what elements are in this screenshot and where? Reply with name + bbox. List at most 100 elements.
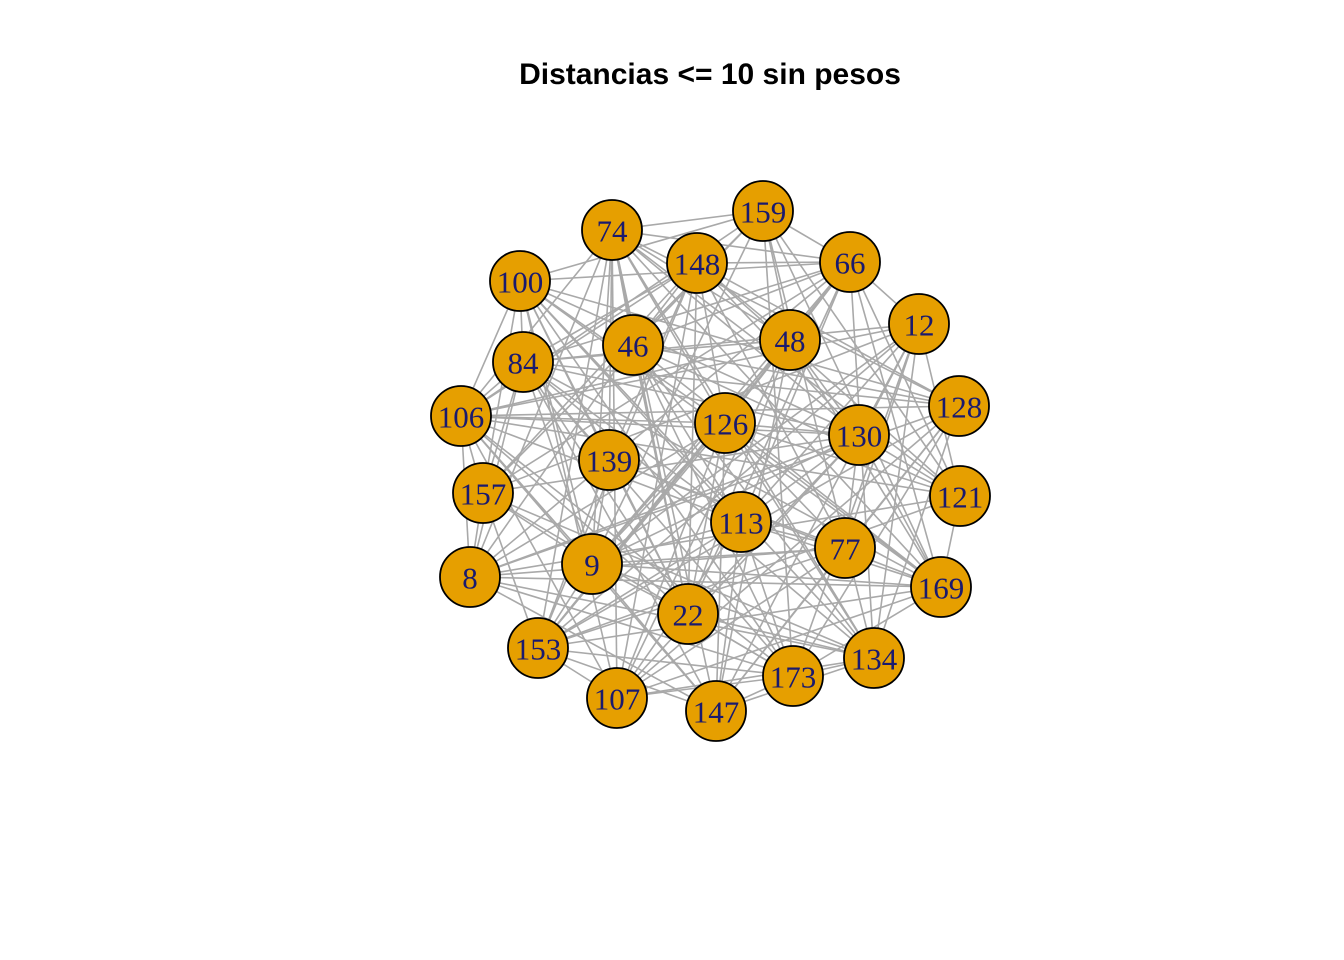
node-label-8: 8: [462, 561, 478, 596]
node-circle-126: [694, 392, 756, 454]
node-121: 121: [929, 465, 991, 527]
node-circle-113: [710, 491, 772, 553]
node-label-134: 134: [851, 642, 898, 677]
node-84: 84: [492, 331, 554, 393]
edge-12-113: [740, 323, 920, 523]
edge-121-153: [537, 495, 961, 649]
node-130: 130: [828, 404, 890, 466]
node-label-48: 48: [775, 324, 806, 359]
edge-74-66: [611, 229, 851, 263]
node-circle-12: [888, 293, 950, 355]
node-label-159: 159: [740, 195, 787, 230]
edge-84-128: [522, 361, 960, 407]
node-circle-157: [452, 462, 514, 524]
edge-46-128: [632, 344, 960, 407]
node-circle-84: [492, 331, 554, 393]
edge-66-113: [740, 261, 851, 523]
node-label-9: 9: [584, 548, 600, 583]
node-label-157: 157: [460, 477, 507, 512]
edge-66-84: [522, 261, 851, 363]
edge-106-130: [460, 415, 860, 436]
edge-77-147: [715, 547, 846, 712]
edge-159-9: [591, 210, 764, 565]
node-circle-46: [602, 314, 664, 376]
edge-48-22: [687, 339, 791, 615]
node-126: 126: [694, 392, 756, 454]
edge-77-8: [469, 547, 846, 578]
edge-106-121: [460, 415, 961, 497]
edge-12-147: [715, 323, 920, 712]
edge-148-157: [482, 262, 698, 494]
node-circle-169: [910, 556, 972, 618]
node-label-46: 46: [618, 329, 649, 364]
edge-66-22: [687, 261, 851, 615]
node-147: 147: [685, 680, 747, 742]
edge-66-169: [849, 261, 942, 588]
edge-8-173: [469, 576, 794, 677]
node-label-126: 126: [702, 407, 749, 442]
node-128: 128: [928, 375, 990, 437]
edge-130-107: [616, 434, 860, 699]
edge-74-106: [460, 229, 613, 417]
node-label-148: 148: [674, 247, 721, 282]
node-label-74: 74: [597, 214, 629, 249]
node-74: 74: [581, 199, 643, 261]
node-circle-107: [586, 667, 648, 729]
node-157: 157: [452, 462, 514, 524]
node-circle-48: [759, 309, 821, 371]
node-113: 113: [710, 491, 772, 553]
edge-46-8: [469, 344, 634, 578]
edge-12-84: [522, 323, 920, 363]
node-107: 107: [586, 667, 648, 729]
edge-9-169: [591, 563, 942, 588]
node-173: 173: [762, 645, 824, 707]
node-circle-173: [762, 645, 824, 707]
edge-100-157: [482, 280, 521, 494]
edge-84-134: [522, 361, 875, 659]
node-label-139: 139: [586, 444, 633, 479]
node-circle-159: [732, 180, 794, 242]
node-label-128: 128: [936, 390, 983, 425]
node-circle-121: [929, 465, 991, 527]
node-100: 100: [489, 250, 551, 312]
node-circle-148: [666, 232, 728, 294]
edge-48-107: [616, 339, 791, 699]
edge-130-8: [469, 434, 860, 578]
node-circle-66: [819, 231, 881, 293]
node-153: 153: [507, 617, 569, 679]
node-circle-106: [430, 385, 492, 447]
node-circle-147: [685, 680, 747, 742]
node-label-147: 147: [693, 695, 740, 730]
edge-12-134: [873, 323, 920, 659]
edge-153-173: [537, 647, 794, 677]
node-12: 12: [888, 293, 950, 355]
node-169: 169: [910, 556, 972, 618]
edge-128-173: [792, 405, 960, 677]
chart-title: Distancias <= 10 sin pesos: [519, 58, 901, 91]
edge-46-121: [632, 344, 961, 497]
edge-169-153: [537, 586, 942, 649]
node-46: 46: [602, 314, 664, 376]
node-circle-22: [657, 583, 719, 645]
edge-126-107: [616, 422, 726, 699]
edge-100-134: [519, 280, 875, 659]
edge-113-147: [715, 521, 742, 712]
node-159: 159: [732, 180, 794, 242]
node-label-169: 169: [918, 571, 965, 606]
node-77: 77: [814, 517, 876, 579]
edge-148-128: [696, 262, 960, 407]
node-label-22: 22: [673, 598, 704, 633]
edge-159-134: [762, 210, 875, 659]
edge-159-100: [519, 210, 764, 282]
edge-128-134: [873, 405, 960, 659]
node-label-107: 107: [594, 682, 641, 717]
edge-106-126: [460, 415, 726, 424]
node-circle-8: [439, 546, 501, 608]
node-circle-153: [507, 617, 569, 679]
node-label-173: 173: [770, 660, 817, 695]
edge-84-9: [522, 361, 593, 565]
edge-12-173: [792, 323, 920, 677]
edge-169-107: [616, 586, 942, 699]
